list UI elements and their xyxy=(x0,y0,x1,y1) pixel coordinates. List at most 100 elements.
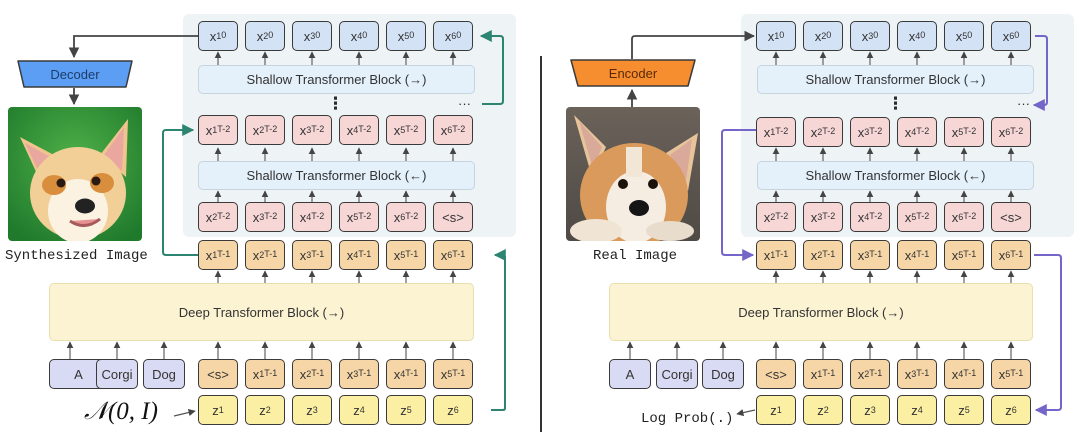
deep-transformer-block: Deep Transformer Block (→) xyxy=(49,283,474,341)
shallow-transformer-block-forward: Shallow Transformer Block (→) xyxy=(198,65,475,94)
arrow-encoder-to-x0-1 xyxy=(631,30,756,59)
horizontal-ellipsis: ··· xyxy=(1017,96,1030,111)
panel-divider xyxy=(540,56,542,432)
token-row-xT1-in-1: <s> xyxy=(198,359,238,389)
text-token-dog: Dog xyxy=(702,359,744,389)
text-token-corgi: Corgi xyxy=(96,359,138,389)
vertical-ellipsis: ⋮ xyxy=(327,94,344,113)
text-token-dog: Dog xyxy=(143,359,185,389)
text-token-a: A xyxy=(609,359,651,389)
arrow-z6-to-xT1-6 xyxy=(491,249,506,411)
log-prob-label: Log Prob(.) xyxy=(641,411,734,427)
arrow-z1-to-log-prob xyxy=(736,409,756,417)
encoder-block: Encoder xyxy=(570,59,696,87)
vertical-ellipsis: ⋮ xyxy=(887,94,904,113)
corgi-illustration xyxy=(8,107,142,241)
arrow-noise-to-z1 xyxy=(173,408,196,417)
shallow-transformer-block-backward: Shallow Transformer Block (←) xyxy=(757,161,1034,190)
decoder-block: Decoder xyxy=(12,60,138,88)
encoder-label: Encoder xyxy=(608,65,658,81)
decoder-label: Decoder xyxy=(50,66,100,82)
real-corgi-image xyxy=(566,107,700,241)
noise-distribution-label: 𝒩(0, I) xyxy=(84,398,158,425)
token-row-xT1-in-1: <s> xyxy=(756,359,796,389)
synthesized-corgi-image xyxy=(8,107,142,241)
deep-transformer-block: Deep Transformer Block (→) xyxy=(609,283,1033,341)
token-row-xT2-in-6: <s> xyxy=(433,202,473,232)
corgi-photo-illustration xyxy=(566,107,700,241)
horizontal-ellipsis: ··· xyxy=(458,96,471,111)
synthesized-image-caption: Synthesized Image xyxy=(5,248,148,264)
shallow-transformer-block-backward: Shallow Transformer Block (←) xyxy=(198,161,475,190)
arrow-xT1-6-to-z6 xyxy=(1034,254,1062,416)
decoder-trapezoid-shape xyxy=(17,60,133,88)
arrow-x0-to-decoder xyxy=(68,35,198,59)
token-row-xT2-in-6: <s> xyxy=(991,202,1031,232)
shallow-transformer-block-forward: Shallow Transformer Block (→) xyxy=(757,65,1034,94)
